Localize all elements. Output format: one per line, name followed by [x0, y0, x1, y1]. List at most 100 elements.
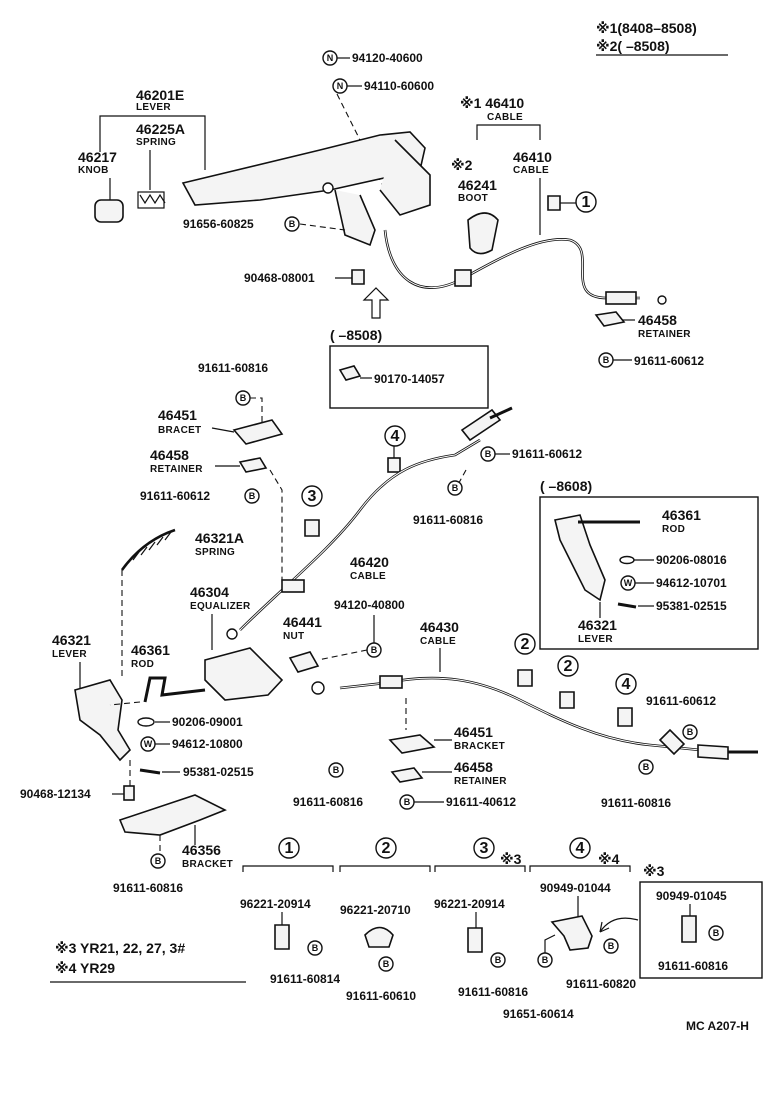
- part-91611-60816-b: 91611-60816: [413, 513, 483, 527]
- part-46458-mid: 46458: [150, 447, 189, 463]
- svg-text:B: B: [312, 943, 319, 953]
- clip-96221-20914-a: [274, 924, 290, 950]
- rod-caption-box: ROD: [662, 524, 685, 535]
- part-91611-60814: 91611-60814: [270, 972, 340, 986]
- spring-caption: SPRING: [136, 137, 176, 148]
- part-94612-10800: 94612-10800: [172, 737, 243, 751]
- part-46458-top: 46458: [638, 312, 677, 328]
- svg-text:B: B: [687, 727, 694, 737]
- part-46321: 46321: [52, 632, 91, 648]
- svg-text:2: 2: [382, 840, 391, 857]
- part-46201E: 46201E: [136, 87, 184, 103]
- part-91611-60610: 91611-60610: [346, 989, 416, 1003]
- cable-caption-46430: CABLE: [420, 636, 456, 647]
- clip-90949-01044: [550, 915, 593, 951]
- knob: [94, 199, 124, 223]
- retainer-caption-top: RETAINER: [638, 329, 691, 340]
- part-91611-60816-f: 91611-60816: [458, 985, 528, 999]
- mark-s3-head: ※3: [500, 851, 522, 867]
- callout-3-icon: [301, 485, 323, 507]
- part-91611-60816-e: 91611-60816: [601, 796, 671, 810]
- knob-caption: KNOB: [78, 165, 109, 176]
- part-90206-08016: 90206-08016: [656, 553, 727, 567]
- box-8508-title: ( –8508): [330, 327, 382, 343]
- callout-4-icon: [615, 673, 637, 695]
- bracket-46356: [118, 794, 227, 836]
- mark-s2: ※2: [451, 157, 473, 173]
- middle-cable-group: 4 3 B 91611-60612 B 91611-60816 46420 CA…: [190, 406, 582, 701]
- variant-box-8608: ( –8608) 46361 ROD 90206-08016 W 94612-1…: [539, 478, 759, 650]
- legend-top-line1: ※1(8408–8508): [596, 20, 697, 36]
- svg-text:2: 2: [521, 636, 530, 653]
- svg-text:N: N: [337, 81, 344, 91]
- part-46356: 46356: [182, 842, 221, 858]
- part-96221-20710: 96221-20710: [340, 903, 411, 917]
- clip-96221-20914-b: [467, 927, 483, 953]
- svg-text:B: B: [542, 955, 549, 965]
- svg-text:1: 1: [285, 840, 294, 857]
- callout-2-icon: [514, 633, 536, 655]
- part-91611-60612-right: 91611-60612: [646, 694, 716, 708]
- retainer-46458-top: [594, 311, 626, 327]
- part-46420: 46420: [350, 554, 389, 570]
- svg-text:N: N: [327, 53, 334, 63]
- part-91611-60816-c: 91611-60816: [113, 881, 183, 895]
- part-46451: 46451: [158, 407, 197, 423]
- clip-variants-table: 1 2 3 ※3 4 ※4 96221-20914 B 91611-60814 …: [240, 837, 763, 1021]
- svg-text:W: W: [144, 739, 153, 749]
- nut-caption: NUT: [283, 631, 304, 642]
- boot: [467, 212, 499, 255]
- bracket-caption-low: BRACKET: [454, 741, 505, 752]
- mark-s4-head: ※4: [598, 851, 620, 867]
- clip-96221-20710: [364, 926, 394, 948]
- cable-caption-top2: CABLE: [513, 165, 549, 176]
- cable-caption-top: CABLE: [487, 112, 523, 123]
- svg-text:2: 2: [564, 658, 573, 675]
- part-95381-02515-box: 95381-02515: [656, 599, 727, 613]
- part-46321A: 46321A: [195, 530, 244, 546]
- callout-2-icon: [375, 837, 397, 859]
- svg-text:B: B: [643, 762, 650, 772]
- part-91611-60612-top: 91611-60612: [634, 354, 704, 368]
- lever-spring: [139, 193, 166, 205]
- part-46441: 46441: [283, 614, 322, 630]
- svg-text:B: B: [452, 483, 459, 493]
- part-94612-10701: 94612-10701: [656, 576, 727, 590]
- lever-46321-box: [554, 514, 606, 602]
- svg-text:3: 3: [480, 840, 489, 857]
- equalizer-caption: EQUALIZER: [190, 601, 251, 612]
- part-91611-60816-a: 91611-60816: [198, 361, 268, 375]
- retainer-46458-mid: [238, 457, 268, 473]
- part-90949-01045: 90949-01045: [656, 889, 727, 903]
- nut-90170-14057: [338, 365, 362, 381]
- legend-top-line2: ※2( –8508): [596, 38, 670, 54]
- svg-text:B: B: [603, 355, 610, 365]
- svg-text:B: B: [495, 955, 502, 965]
- callout-2-icon: [557, 655, 579, 677]
- svg-text:B: B: [383, 959, 390, 969]
- rear-cable-group: 46430 CABLE 2 2 4 91611-60612 B B 91611-…: [293, 619, 758, 810]
- svg-text:3: 3: [308, 488, 317, 505]
- part-91611-60820: 91611-60820: [566, 977, 636, 991]
- middle-left-group: 91611-60816 B 46451 BRACET 46458 RETAINE…: [20, 361, 284, 895]
- part-91656-60825: 91656-60825: [183, 217, 254, 231]
- part-91611-60816-d: 91611-60816: [293, 795, 363, 809]
- part-46361: 46361: [131, 642, 170, 658]
- parking-brake-lever: [181, 131, 426, 206]
- legend-bottom: ※3 YR21, 22, 27, 3# ※4 YR29: [50, 940, 246, 983]
- bracket-46451: [232, 419, 284, 445]
- clip-90949-01045: [681, 915, 697, 943]
- svg-text:4: 4: [391, 428, 400, 445]
- callout-4-icon: [384, 425, 406, 447]
- part-46225A: 46225A: [136, 121, 185, 137]
- part-90468-12134: 90468-12134: [20, 787, 91, 801]
- callout-1-icon: [575, 191, 597, 213]
- svg-text:B: B: [249, 491, 256, 501]
- cable-caption-46420: CABLE: [350, 571, 386, 582]
- part-46458-low: 46458: [454, 759, 493, 775]
- svg-text:4: 4: [576, 840, 585, 857]
- clip-90468-08001: [351, 269, 365, 285]
- retainer-caption-mid: RETAINER: [150, 464, 203, 475]
- part-94110-60600: 94110-60600: [364, 79, 434, 93]
- bracket-caption-46356: BRACKET: [182, 859, 233, 870]
